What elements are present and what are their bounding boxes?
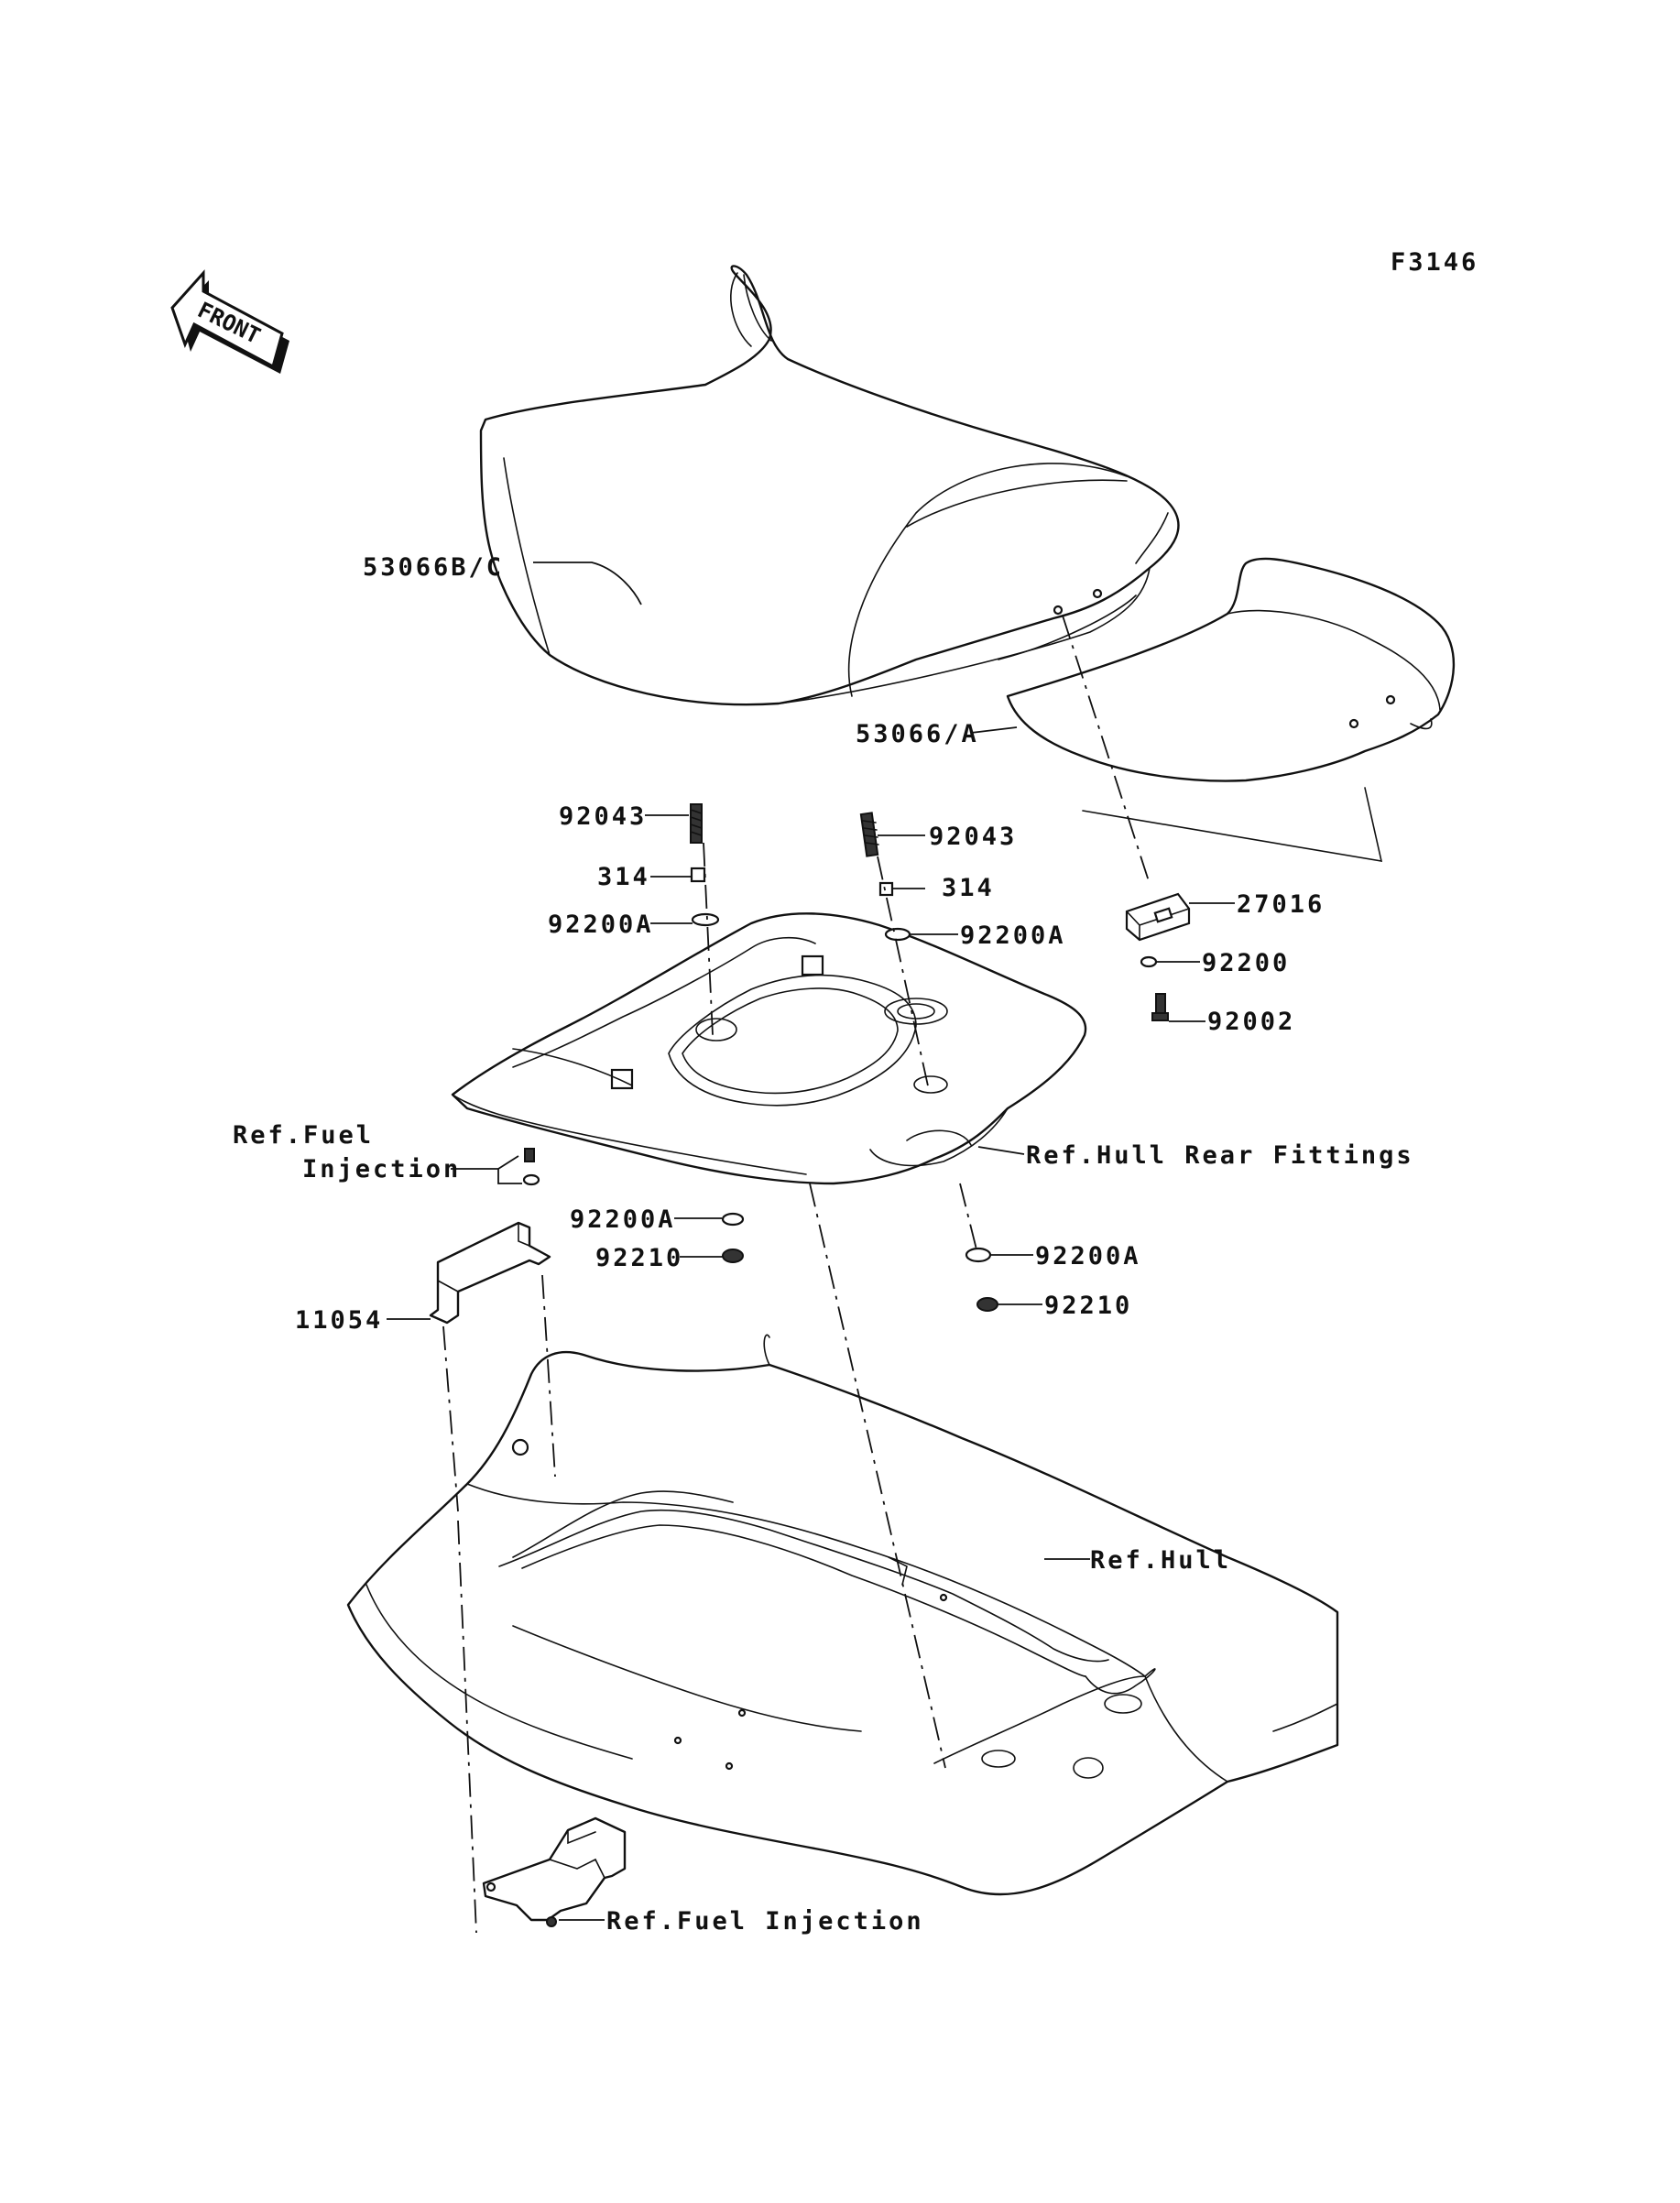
callout-11054: 11054 <box>295 1306 383 1335</box>
callout-314-left: 314 <box>597 863 650 891</box>
leader-lines <box>387 562 1235 1921</box>
explode-line-tray <box>809 1183 946 1769</box>
callout-92210-left: 92210 <box>595 1244 683 1272</box>
hardware-left-upper <box>690 803 720 1036</box>
front-arrow-icon: FRONT <box>170 269 289 374</box>
callout-ref-fuel-injection-top-2: Injection <box>302 1155 461 1183</box>
callout-92200a-lower-left: 92200A <box>570 1205 676 1234</box>
latch-27016 <box>1125 892 1191 1021</box>
fuel-injection-bolt <box>522 1148 540 1186</box>
callout-92200a-upper-left: 92200A <box>548 911 654 939</box>
callout-53066bc: 53066B/C <box>363 553 504 582</box>
explode-line-latch <box>1062 615 1151 885</box>
fuel-injection-bracket-lower <box>482 1816 627 1927</box>
callout-ref-fuel-injection-top-1: Ref.Fuel <box>233 1121 374 1150</box>
callout-ref-fuel-injection-bottom: Ref.Fuel Injection <box>606 1907 924 1936</box>
main-seat <box>479 265 1180 706</box>
rear-seat-outline-line <box>1082 787 1383 862</box>
rear-seat <box>1006 557 1456 782</box>
callout-27016: 27016 <box>1237 890 1325 919</box>
callout-92200a-upper-right: 92200A <box>960 922 1066 950</box>
explode-line-bracket <box>457 1520 477 1934</box>
hull <box>346 1334 1339 1896</box>
callout-314-right: 314 <box>942 874 995 902</box>
callout-92002: 92002 <box>1207 1008 1295 1036</box>
hardware-lower <box>721 1183 998 1312</box>
callout-53066a: 53066/A <box>856 720 979 748</box>
figure-code: F3146 <box>1391 248 1478 277</box>
callout-92043-right: 92043 <box>929 823 1017 851</box>
callout-ref-hull-rear-fittings: Ref.Hull Rear Fittings <box>1026 1141 1414 1170</box>
callout-92200: 92200 <box>1202 949 1290 977</box>
callout-92043-left: 92043 <box>559 802 647 831</box>
callout-ref-hull: Ref.Hull <box>1090 1546 1231 1575</box>
callout-92200a-lower-right: 92200A <box>1035 1242 1141 1271</box>
hull-rear-fittings <box>451 912 1087 1185</box>
hardware-right-upper <box>859 812 930 1091</box>
callout-92210-right: 92210 <box>1044 1292 1132 1320</box>
bracket-11054 <box>429 1221 556 1512</box>
